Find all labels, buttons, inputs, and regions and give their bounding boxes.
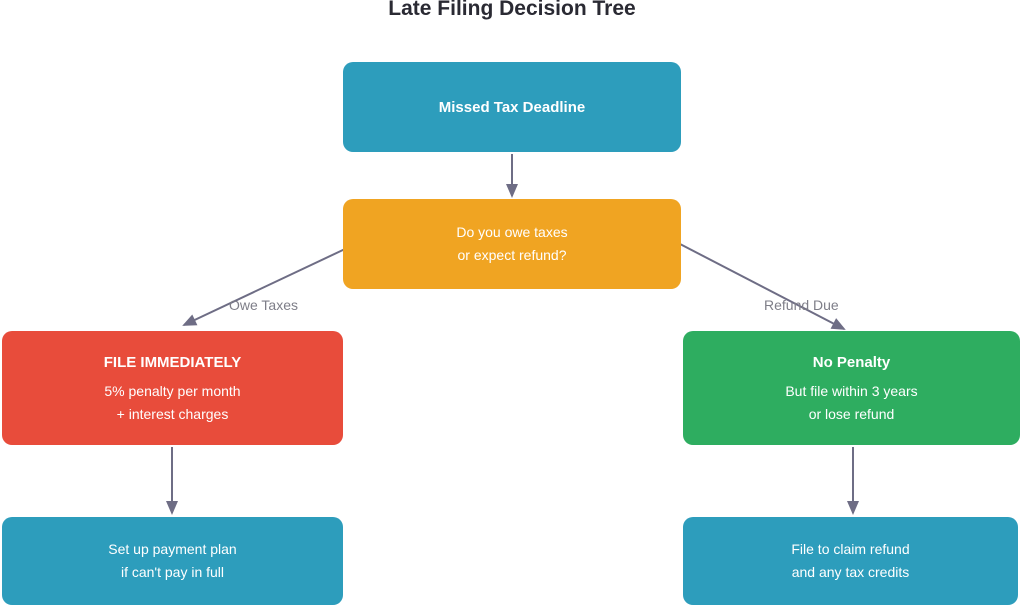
node-payment-plan: Set up payment plan if can't pay in full <box>2 517 343 605</box>
edge-label-refund-due: Refund Due <box>764 297 839 313</box>
file-immediately-line-1: 5% penalty per month <box>104 382 241 399</box>
diagram-title: Late Filing Decision Tree <box>388 0 636 20</box>
claim-refund-line-1: File to claim refund <box>791 541 910 557</box>
node-no-penalty: No Penalty But file within 3 years or lo… <box>683 331 1020 445</box>
node-decision-question: Do you owe taxes or expect refund? <box>343 199 681 289</box>
no-penalty-line-2: or lose refund <box>808 405 895 422</box>
no-penalty-line-1: But file within 3 years <box>785 382 918 399</box>
file-immediately-title: FILE IMMEDIATELY <box>103 353 242 371</box>
node-missed-tax-deadline: Missed Tax Deadline <box>343 62 681 152</box>
payment-plan-line-1: Set up payment plan <box>108 541 237 557</box>
claim-refund-line-2: and any tax credits <box>791 564 910 580</box>
decision-line-2: or expect refund? <box>457 247 567 263</box>
payment-plan-line-2: if can't pay in full <box>120 564 225 580</box>
edge-label-owe-taxes: Owe Taxes <box>229 297 298 313</box>
arrow-decision-to-refund <box>679 243 846 330</box>
node-claim-refund: File to claim refund and any tax credits <box>683 517 1018 605</box>
decision-line-1: Do you owe taxes <box>456 224 568 240</box>
no-penalty-title: No Penalty <box>812 353 891 371</box>
file-immediately-line-2: + interest charges <box>116 405 229 422</box>
node-missed-tax-deadline-label: Missed Tax Deadline <box>438 98 586 116</box>
arrow-decision-to-owe <box>182 248 346 326</box>
node-file-immediately: FILE IMMEDIATELY 5% penalty per month + … <box>2 331 343 445</box>
